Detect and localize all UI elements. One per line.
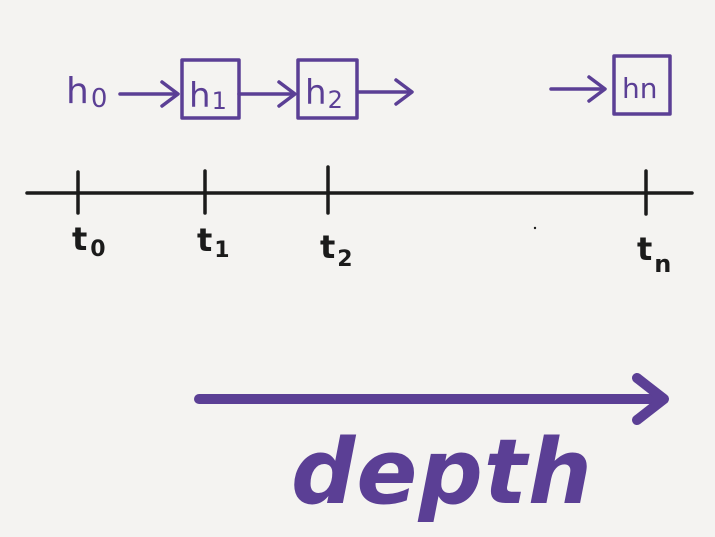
depth-label: depth — [291, 420, 593, 525]
timeline-axis — [25, 165, 694, 216]
arrow-h2-next-head — [394, 78, 414, 106]
state-label-h1: h1 — [189, 76, 227, 116]
hidden-state-chain — [118, 54, 672, 120]
tick-label-t2: t2 — [320, 228, 353, 272]
arrow-h1-h2-head — [277, 80, 297, 108]
tick-label-tn: tn — [637, 230, 671, 278]
stray-dot — [533, 226, 537, 230]
state-label-h2: h2 — [305, 73, 343, 114]
tick-label-t1: t1 — [197, 221, 230, 263]
depth-arrow — [194, 373, 669, 425]
state-box-h1 — [180, 58, 241, 120]
depth-arrow-head — [632, 373, 669, 425]
state-label-h0: h0 — [66, 71, 107, 114]
state-box-hn — [612, 54, 672, 116]
state-box-h2 — [296, 58, 359, 120]
arrow-h0-h1-head — [160, 80, 180, 108]
state-label-hn: hn — [622, 72, 658, 105]
arrow-prev-hn-head — [587, 75, 607, 103]
